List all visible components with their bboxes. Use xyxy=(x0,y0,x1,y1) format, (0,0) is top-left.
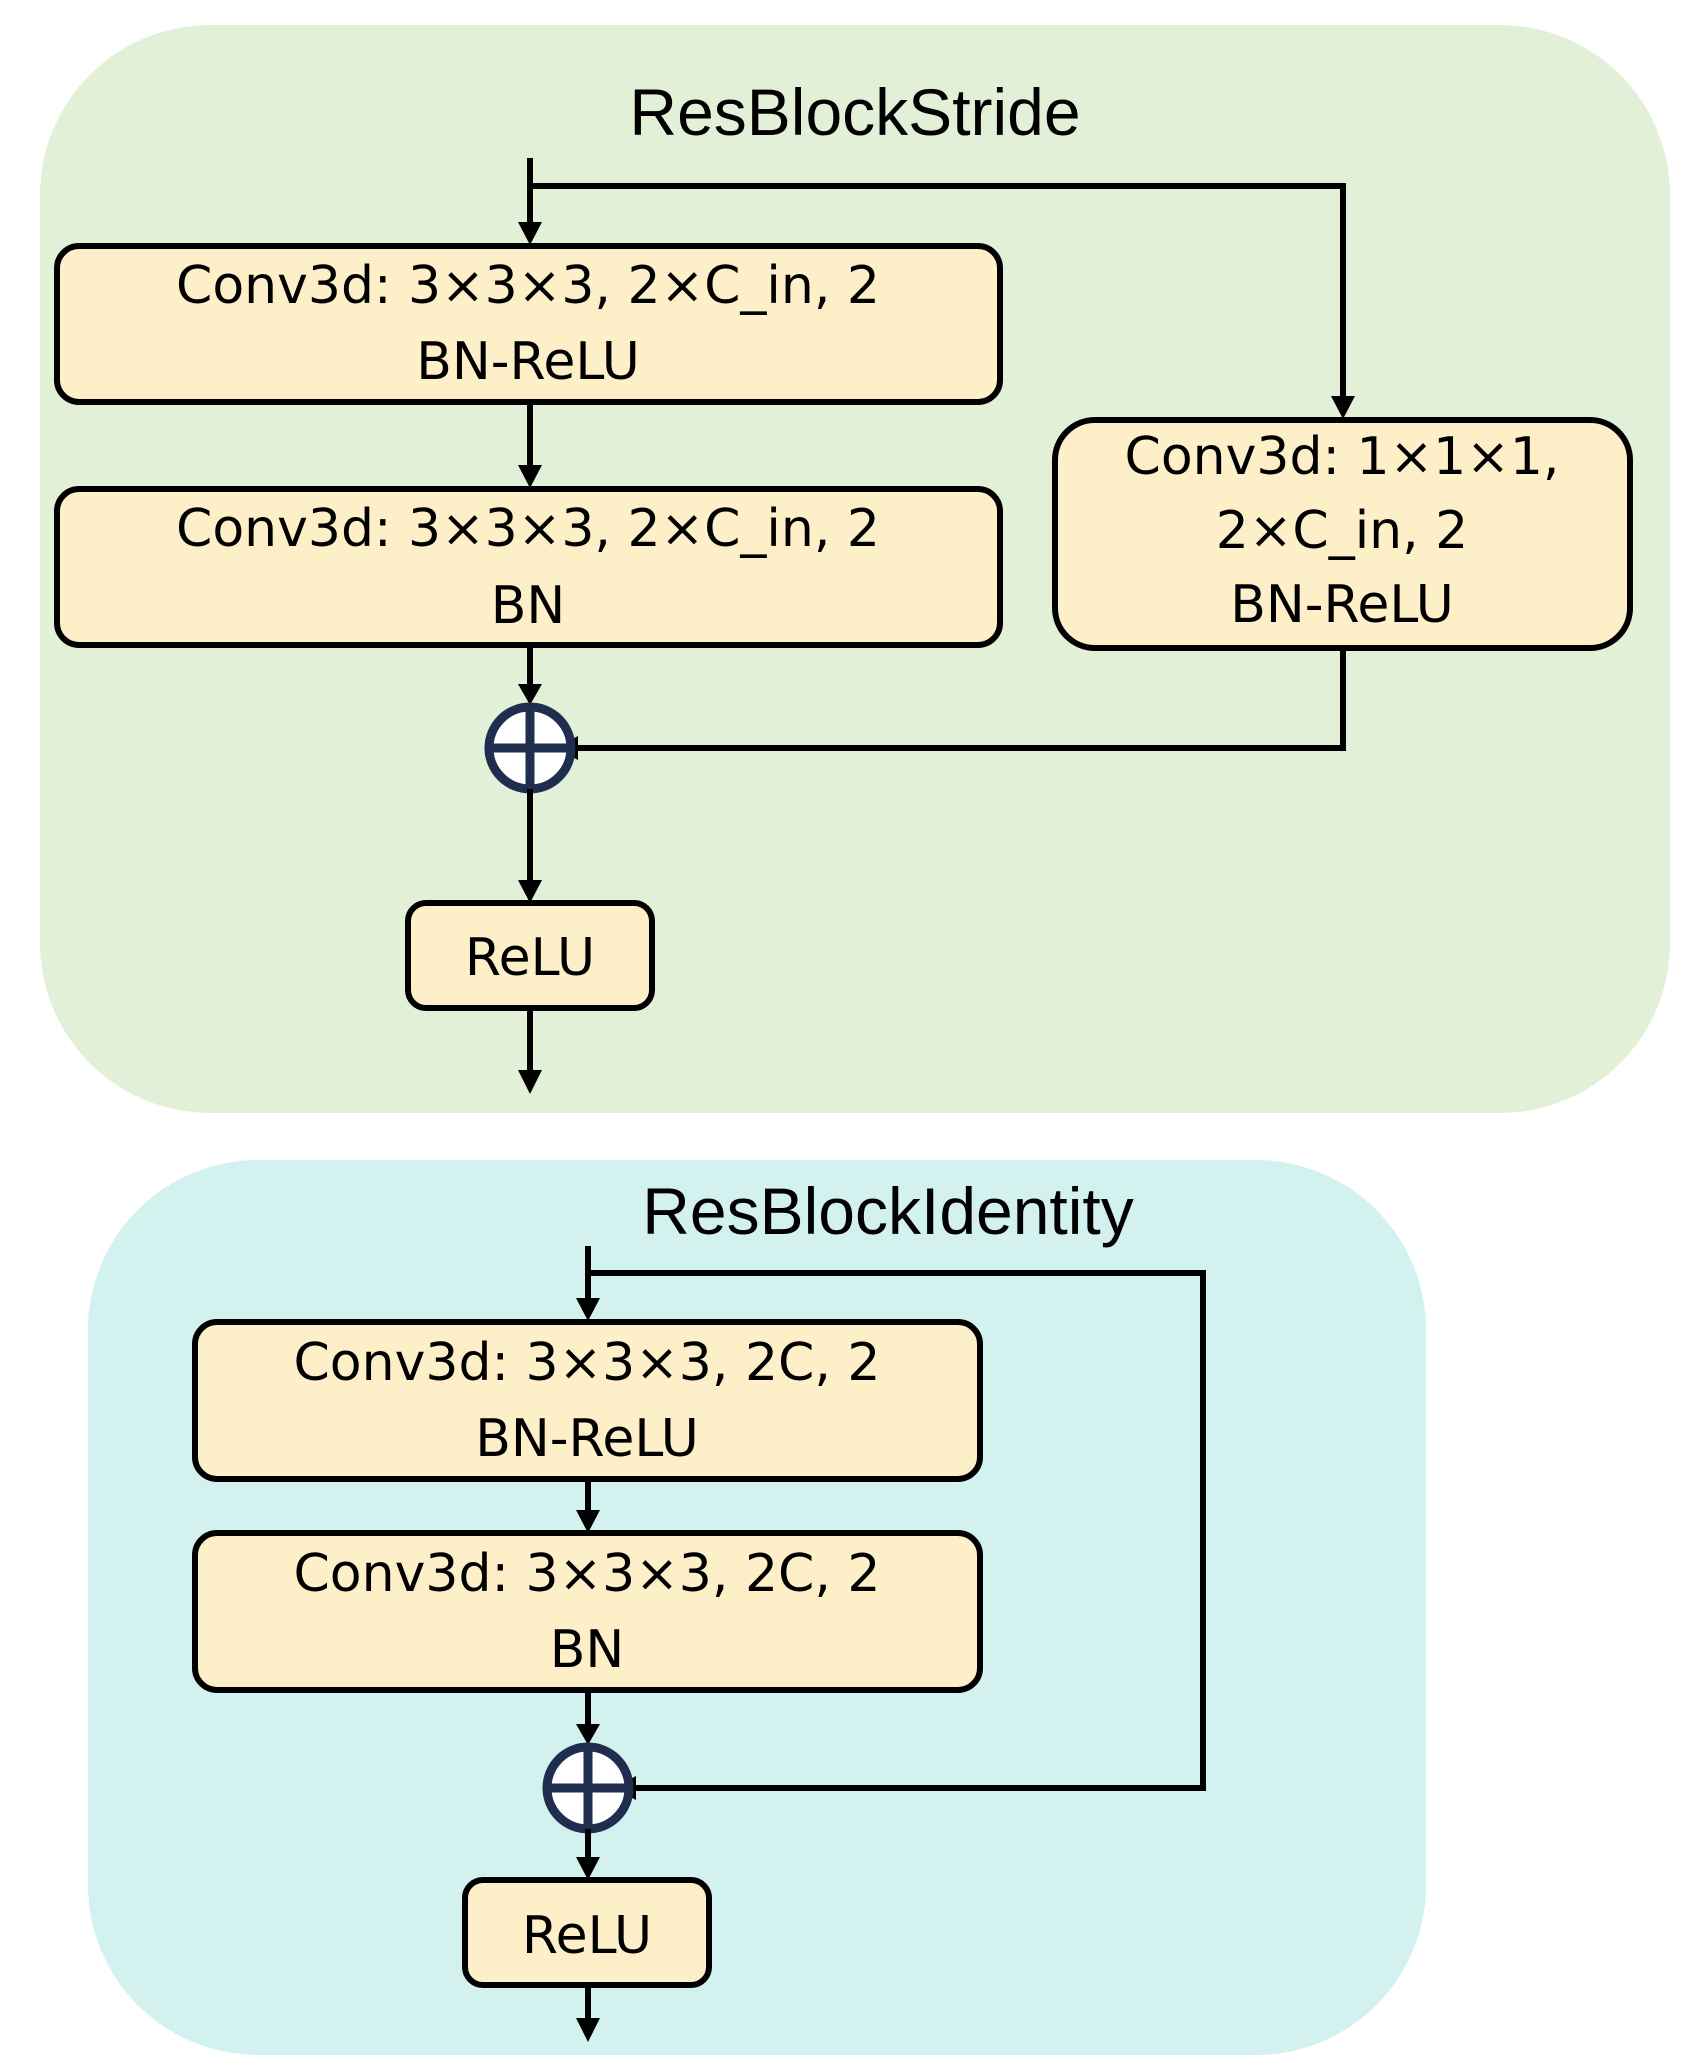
stride-shortcut-line3: BN-ReLU xyxy=(1230,575,1454,635)
stride-panel-title: ResBlockStride xyxy=(629,75,1080,149)
identity-panel-title: ResBlockIdentity xyxy=(642,1174,1134,1248)
stride-arrowhead-conv2 xyxy=(518,465,542,488)
stride-arrowhead-output xyxy=(518,1070,542,1094)
stride-shortcut-conv-block: Conv3d: 1×1×1, 2×C_in, 2 BN-ReLU xyxy=(1052,417,1633,651)
resblock-stride-panel: ResBlockStride Conv3d: 3×3×3, 2×C_in, 2 … xyxy=(40,25,1670,1113)
identity-arrowhead-relu xyxy=(576,1857,600,1880)
stride-relu-block: ReLU xyxy=(405,900,655,1011)
identity-arrowhead-conv1 xyxy=(576,1298,600,1321)
resblock-identity-panel: ResBlockIdentity Conv3d: 3×3×3, 2C, 2 BN… xyxy=(88,1160,1426,2055)
identity-arrowhead-sum-top xyxy=(576,1724,600,1745)
stride-shortcut-line2: 2×C_in, 2 xyxy=(1216,501,1469,561)
stride-conv1-line2: BN-ReLU xyxy=(416,332,640,392)
stride-arrowhead-sum-top xyxy=(518,684,542,705)
stride-shortcut-line1: Conv3d: 1×1×1, xyxy=(1125,427,1560,487)
identity-arrowhead-output xyxy=(576,2018,600,2042)
identity-arrowhead-conv2 xyxy=(576,1510,600,1533)
identity-conv1-block: Conv3d: 3×3×3, 2C, 2 BN-ReLU xyxy=(192,1319,983,1482)
stride-arrowhead-relu xyxy=(518,880,542,903)
identity-conv2-line2: BN xyxy=(550,1620,625,1680)
identity-conv1-line2: BN-ReLU xyxy=(475,1409,699,1469)
identity-conv1-line1: Conv3d: 3×3×3, 2C, 2 xyxy=(294,1333,881,1393)
identity-conv2-line1: Conv3d: 3×3×3, 2C, 2 xyxy=(294,1544,881,1604)
stride-conv2-block: Conv3d: 3×3×3, 2×C_in, 2 BN xyxy=(54,486,1003,648)
identity-conv2-block: Conv3d: 3×3×3, 2C, 2 BN xyxy=(192,1530,983,1693)
stride-conv2-line1: Conv3d: 3×3×3, 2×C_in, 2 xyxy=(176,499,880,559)
stride-shortcut-line xyxy=(530,183,1346,396)
identity-relu-label: ReLU xyxy=(522,1906,652,1966)
identity-skip-line xyxy=(588,1270,1206,1791)
stride-relu-label: ReLU xyxy=(465,928,595,988)
stride-arrowhead-shortcut xyxy=(1331,396,1355,419)
stride-conv2-line2: BN xyxy=(491,576,566,636)
stride-conv1-line1: Conv3d: 3×3×3, 2×C_in, 2 xyxy=(176,256,880,316)
stride-conv1-block: Conv3d: 3×3×3, 2×C_in, 2 BN-ReLU xyxy=(54,243,1003,405)
stride-sum-node xyxy=(484,702,576,794)
stride-shortcut-to-sum-line xyxy=(578,648,1346,751)
stride-arrowhead-conv1 xyxy=(518,222,542,245)
identity-sum-node xyxy=(542,1742,634,1834)
identity-relu-block: ReLU xyxy=(462,1877,712,1988)
